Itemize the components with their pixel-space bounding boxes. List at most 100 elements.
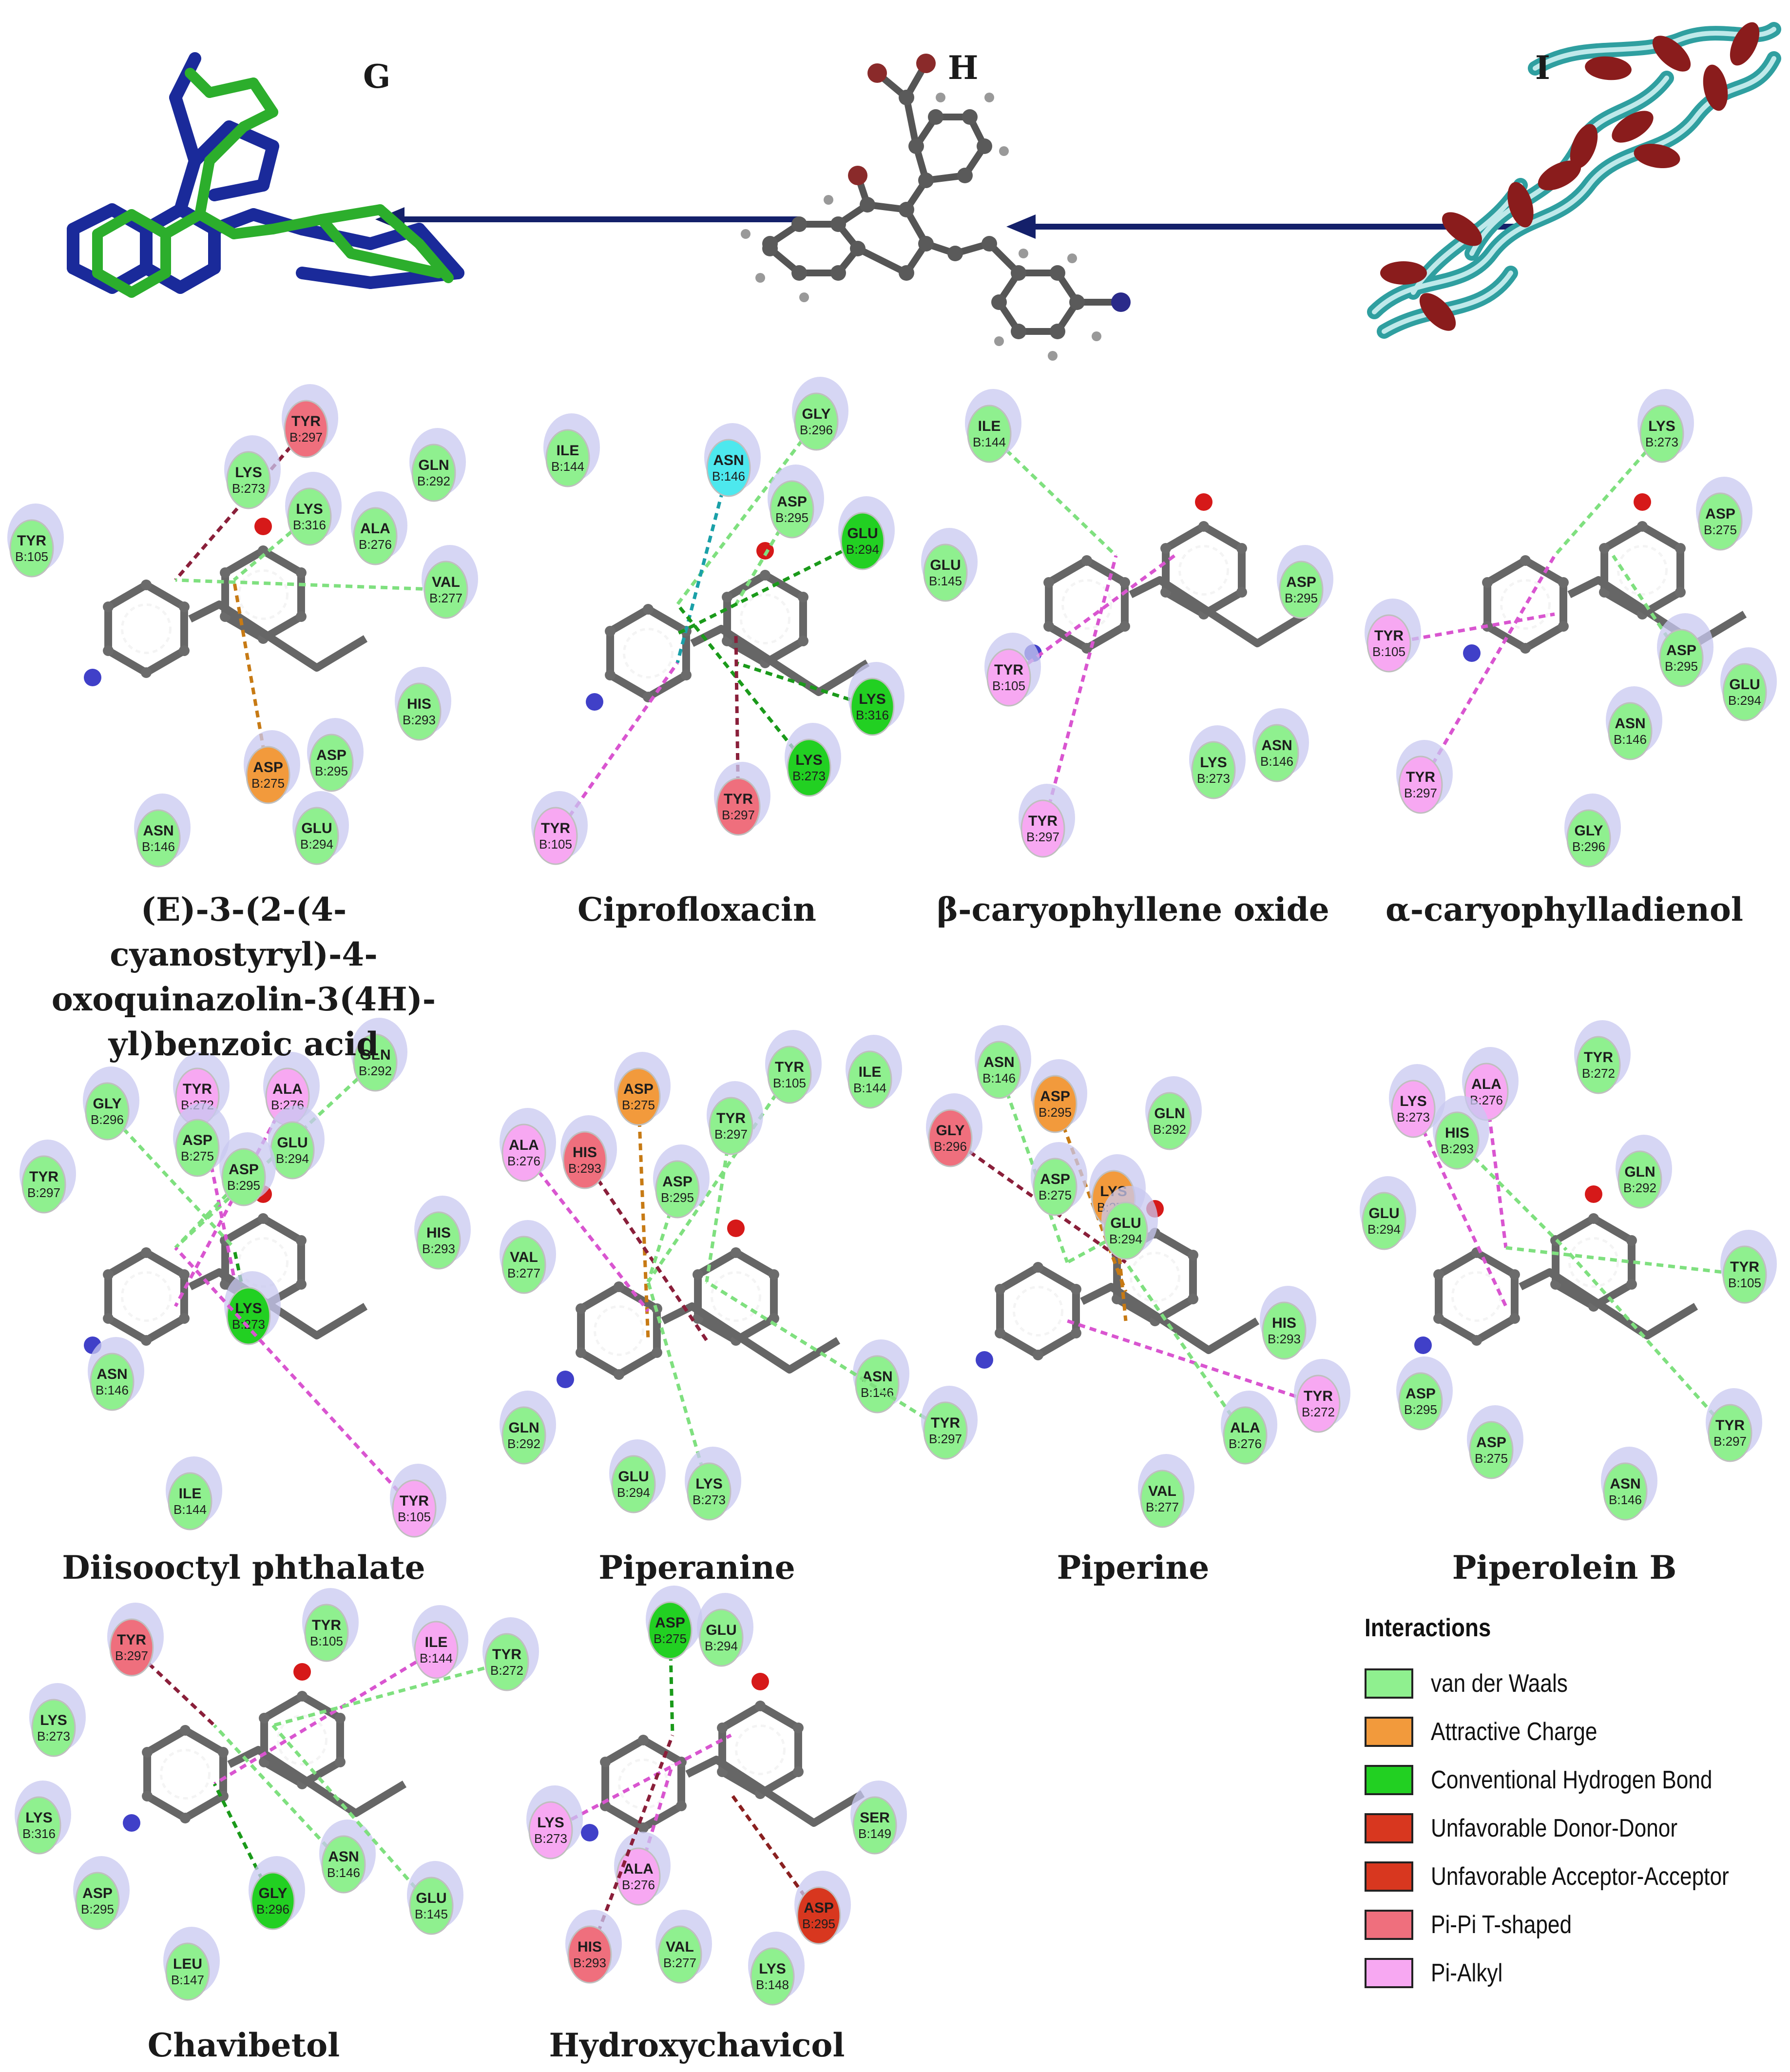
atom-node (142, 1747, 153, 1758)
residue-disc (616, 1067, 661, 1126)
legend-item-vdw: van der Waals (1365, 1659, 1764, 1707)
stick-bond-green (194, 209, 239, 239)
atom-node (295, 1235, 307, 1246)
aromatic-ring (1435, 1249, 1519, 1344)
atom-node (768, 1313, 779, 1324)
aromatic-ring (1045, 557, 1129, 652)
legend-item-pi-pi: Pi-Pi T-shaped (1365, 1900, 1764, 1949)
caption-a-caryophylladienol: α-caryophylladienol (1386, 891, 1743, 929)
alpha-helix (1652, 36, 1691, 72)
atom-node (680, 670, 692, 680)
residue-disc (221, 1148, 266, 1206)
alpha-helix (1419, 293, 1456, 331)
atom-carbon (991, 294, 1007, 310)
residue-name: ASP (82, 1885, 113, 1901)
atom-node (1626, 1279, 1637, 1290)
residue-name: ASN (1261, 737, 1292, 754)
residue-position: B:295 (1285, 591, 1318, 605)
residue-disc (501, 1406, 546, 1465)
residue-position: B:146 (712, 469, 745, 484)
residue-position: B:316 (22, 1826, 56, 1841)
residue-name: ASP (1666, 642, 1696, 658)
atom-node (638, 1735, 649, 1745)
residue-disc (1398, 1372, 1443, 1431)
residue-disc (75, 1872, 120, 1930)
legend-swatch (1365, 1764, 1413, 1795)
atom-hydrogen (999, 146, 1009, 156)
residue-disc (767, 1046, 812, 1104)
residue-disc (168, 1472, 212, 1530)
residue-name: ALA (1230, 1420, 1260, 1436)
atom-node (141, 667, 152, 678)
stick-bond-green (316, 214, 356, 259)
residue-name: ASP (316, 747, 346, 763)
atom-node (576, 1347, 587, 1358)
alpha-helix (1634, 143, 1680, 169)
residue-name: LYS (695, 1476, 723, 1492)
atom-oxygen (727, 1220, 745, 1237)
residue-disc (855, 1355, 900, 1414)
residue-position: B:144 (551, 459, 584, 474)
ligand-skeleton (84, 518, 368, 686)
residue-name: TYR (400, 1493, 429, 1509)
residue-position: B:294 (846, 542, 879, 557)
residue-disc (287, 487, 332, 546)
residue-name: ALA (1471, 1076, 1501, 1092)
alpha-helix (1442, 212, 1482, 246)
residue-position: B:277 (663, 1956, 696, 1970)
residue-name: HIS (1445, 1125, 1469, 1141)
residue-position: B:146 (1609, 1492, 1642, 1507)
caption-piperanine: Piperanine (598, 1549, 795, 1587)
atom-node (760, 570, 770, 581)
aromatic-ring (601, 1736, 685, 1832)
residue-position: B:275 (1704, 523, 1737, 537)
strand-highlight (1372, 183, 1591, 314)
stick-bond-blue (174, 262, 221, 294)
alkyl-chain (685, 1756, 865, 1827)
residue-name: GLU (416, 1890, 446, 1906)
atom-node (1043, 577, 1055, 588)
legend-items: van der Waals Attractive Charge Conventi… (1365, 1659, 1764, 1997)
atom-node (797, 636, 808, 646)
residue-name: ASP (1476, 1434, 1506, 1451)
stick-bond-blue (208, 179, 269, 201)
residue-position: B:293 (573, 1956, 606, 1970)
ring-center (1013, 1286, 1063, 1336)
atom-node (180, 1725, 191, 1736)
residue-position: B:294 (1367, 1222, 1401, 1237)
atom-nitrogen (557, 1371, 574, 1388)
residue-name: ASP (804, 1900, 834, 1916)
residue-name: HIS (426, 1225, 451, 1241)
atom-nitrogen (976, 1351, 993, 1369)
residue-name: LYS (859, 691, 886, 707)
residue-disc (397, 682, 442, 741)
atom-node (103, 601, 114, 612)
stick-bond-green (92, 268, 137, 298)
atom-node (258, 1213, 269, 1224)
caption-chavibetol: Chavibetol (147, 2026, 340, 2064)
ring-center (121, 603, 172, 654)
residue-name: LYS (537, 1815, 564, 1831)
strand-highlight (1586, 56, 1776, 188)
residue-disc (706, 439, 751, 497)
residue-position: B:295 (802, 1917, 835, 1931)
ring-center (1568, 1237, 1619, 1288)
atom-carbon (1011, 265, 1026, 281)
atom-carbon (982, 236, 997, 252)
residue-position: B:296 (256, 1902, 289, 1917)
residue-disc (1617, 1150, 1662, 1209)
residue-disc (1708, 1404, 1752, 1462)
residue-name: VAL (666, 1939, 694, 1955)
